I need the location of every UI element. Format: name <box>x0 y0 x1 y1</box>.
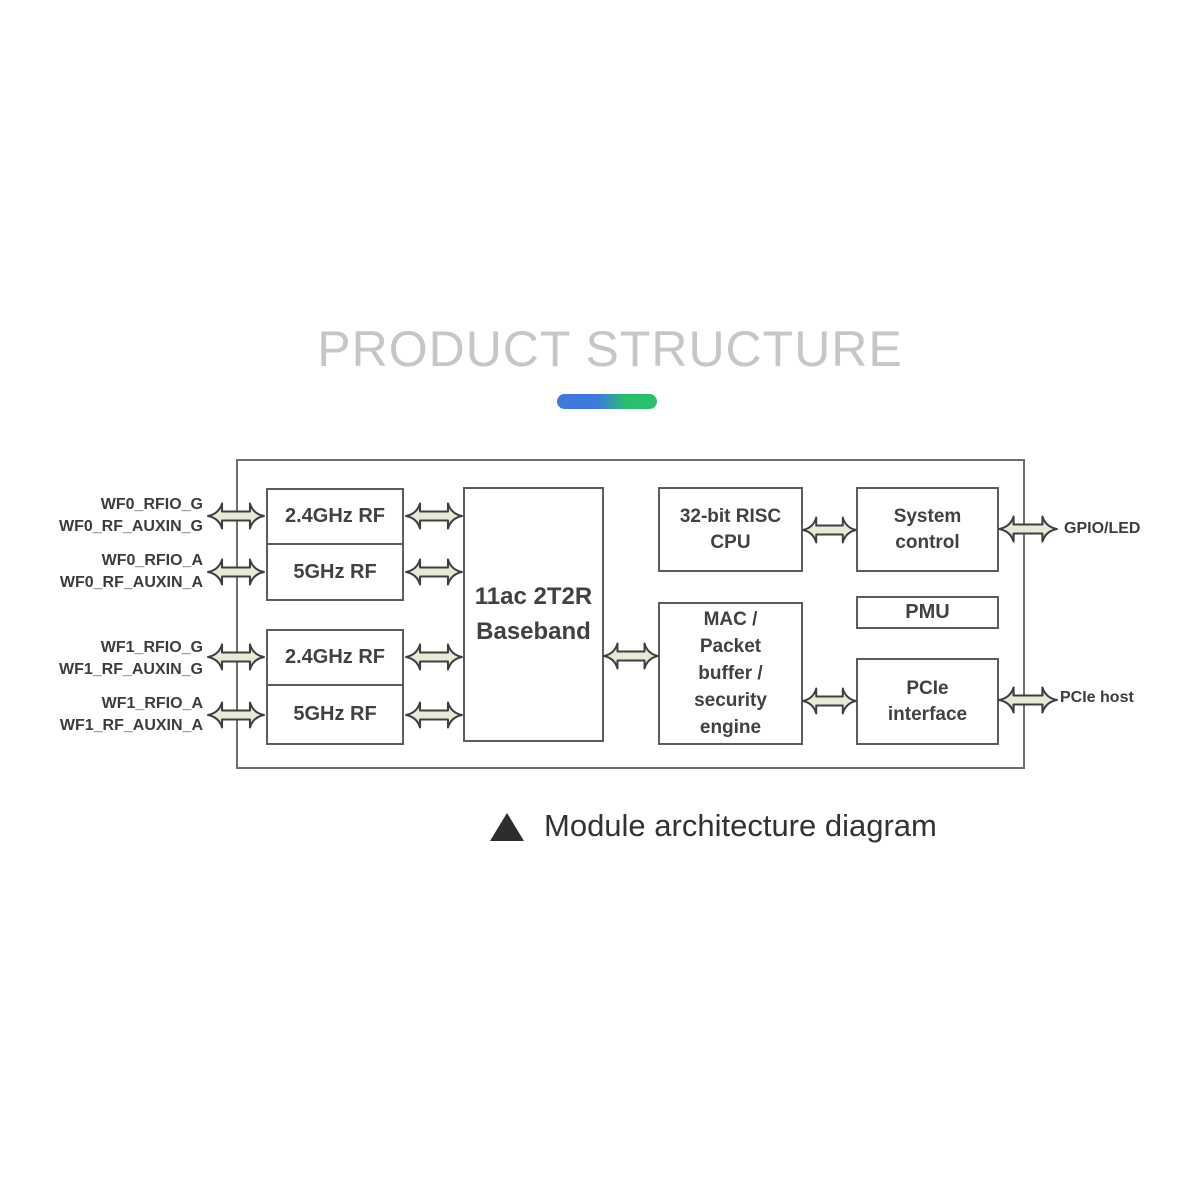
triangle-marker-icon <box>490 813 524 841</box>
accent-underline-bar <box>557 394 657 409</box>
port-label-wf0-rfio-g: WF0_RFIO_G WF0_RF_AUXIN_G <box>58 496 203 535</box>
block-pcie-interface: PCIe interface <box>856 658 999 745</box>
figure-caption: Module architecture diagram <box>490 808 937 844</box>
block-rf-5g-bottom: 5GHz RF <box>266 684 404 745</box>
double-arrow-icon-mac-pcie <box>801 687 858 715</box>
caption-text: Module architecture diagram <box>544 808 937 843</box>
double-arrow-icon-rf3-bb <box>405 643 463 671</box>
port-label-wf1-rfio-a: WF1_RFIO_A WF1_RF_AUXIN_A <box>59 695 203 734</box>
double-arrow-icon-wf0-a <box>207 558 265 586</box>
double-arrow-icon-sys-gpio <box>998 515 1058 543</box>
port-label-pcie-host: PCIe host <box>1060 689 1134 706</box>
block-rf-2g4-bottom: 2.4GHz RF <box>266 629 404 686</box>
block-mac-engine: MAC / Packet buffer / security engine <box>658 602 803 745</box>
double-arrow-icon-bb-mac <box>603 642 659 670</box>
block-system-control: System control <box>856 487 999 572</box>
double-arrow-icon-wf1-a <box>207 701 265 729</box>
double-arrow-icon-cpu-sys <box>801 516 858 544</box>
port-label-gpio-led: GPIO/LED <box>1064 520 1141 537</box>
block-risc-cpu: 32-bit RISC CPU <box>658 487 803 572</box>
double-arrow-icon-wf1-g <box>207 643 265 671</box>
double-arrow-icon-rf2-bb <box>405 558 463 586</box>
port-label-wf0-rfio-a: WF0_RFIO_A WF0_RF_AUXIN_A <box>59 552 203 591</box>
double-arrow-icon-rf4-bb <box>405 701 463 729</box>
block-rf-2g4-top: 2.4GHz RF <box>266 488 404 545</box>
double-arrow-icon-wf0-g <box>207 502 265 530</box>
double-arrow-icon-rf1-bb <box>405 502 463 530</box>
port-label-wf1-rfio-g: WF1_RFIO_G WF1_RF_AUXIN_G <box>58 639 203 678</box>
block-rf-5g-top: 5GHz RF <box>266 543 404 601</box>
block-baseband: 11ac 2T2R Baseband <box>463 487 604 742</box>
block-pmu: PMU <box>856 596 999 629</box>
page-title: PRODUCT STRUCTURE <box>317 321 903 377</box>
double-arrow-icon-pcie-host <box>998 686 1058 714</box>
